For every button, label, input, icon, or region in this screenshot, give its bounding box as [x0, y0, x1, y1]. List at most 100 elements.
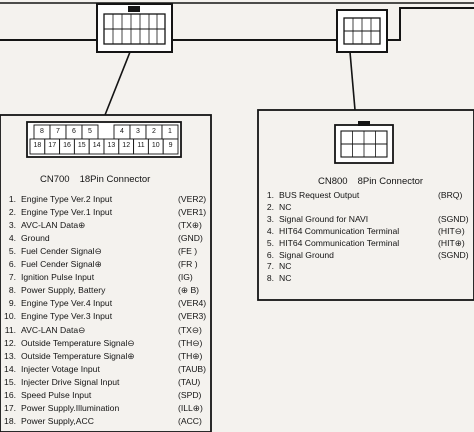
- pin-number: 18.: [4, 416, 16, 427]
- pin-number: 2.: [266, 201, 274, 212]
- cn700-pin-cell-label: 8: [40, 128, 44, 135]
- pin-code: (ILL⊕): [178, 403, 203, 414]
- cn800-title-subtitle: 8Pin Connector: [357, 176, 424, 187]
- cn700-pin-cell-label: 17: [48, 142, 57, 149]
- pin-name: Outside Temperature Signal⊕: [21, 350, 135, 361]
- pin-code: (VER2): [178, 193, 207, 204]
- pin-name: Engine Type Ver.1 Input: [21, 206, 113, 217]
- pin-name: NC: [279, 273, 292, 284]
- cn700-pin-cell-label: 11: [137, 142, 145, 149]
- pin-code: (VER1): [178, 206, 207, 217]
- pin-number: 8.: [8, 285, 16, 296]
- cn800-pin-row: 6. Signal Ground (SGND): [260, 250, 474, 261]
- cn800-pin-row: 2. NC: [260, 202, 474, 213]
- cn700-pin-row: 12. Outside Temperature Signal⊖ (TH⊖): [2, 338, 238, 349]
- cn700-pin-row: 11.AVC-LAN Data⊖(TX⊖): [2, 325, 238, 336]
- cn700-title-name: CN700: [40, 174, 70, 185]
- cn700-pin-row: 5.Fuel Cender Signal⊖(FE ): [2, 246, 238, 257]
- pin-code: (GND): [178, 232, 203, 243]
- pin-number: 17.: [4, 403, 16, 414]
- cn800-pin-row: 4.HIT64 Communication Terminal(HIT⊖): [260, 226, 474, 237]
- pin-code: (TH⊕): [178, 350, 203, 361]
- pin-name: Ignition Pulse Input: [21, 272, 95, 283]
- cn700-pin-row: 15.Injecter Drive Signal Input(TAU): [2, 377, 238, 388]
- pin-number: 11.: [4, 324, 16, 335]
- pin-name: Ground: [21, 232, 50, 243]
- cn700-pin-cell-label: 7: [56, 128, 60, 135]
- pin-code: (HIT⊕): [438, 237, 465, 248]
- pin-code: (FE ): [178, 245, 198, 256]
- pin-name: Power Supply.Illumination: [21, 403, 120, 414]
- cn800-pin-face: [334, 121, 394, 164]
- cn700-pin-cell-label: 1: [168, 128, 172, 135]
- cn700-pin-grid: [26, 121, 182, 158]
- cn800-pin-row: 5.HIT64 Communication Terminal(HIT⊕): [260, 238, 474, 249]
- pin-code: (TX⊕): [178, 219, 202, 230]
- cn700-pin-cell-label: 16: [63, 142, 71, 149]
- pin-code: (IG): [178, 272, 193, 283]
- cn800-pin-row: 1. BUS Request Output (BRQ): [260, 190, 474, 201]
- cn700-pin-cell: [162, 138, 179, 155]
- pin-code: (SGND): [438, 249, 469, 260]
- cn700-pin-row: 2. Engine Type Ver.1 Input (VER1): [2, 207, 238, 218]
- pin-number: 5.: [8, 245, 16, 256]
- pin-number: 5.: [266, 237, 274, 248]
- pin-name: BUS Request Output: [279, 190, 360, 200]
- pin-number: 3.: [266, 213, 274, 224]
- cn800-pin-row: 3. Signal Ground for NAVI (SGND): [260, 214, 474, 225]
- pin-number: 8.: [266, 273, 274, 284]
- pin-code: (TAUB): [178, 363, 207, 374]
- pin-name: NC: [279, 261, 292, 272]
- cn700-pin-cell-label: 5: [88, 128, 92, 135]
- cn700-box: [0, 114, 212, 432]
- pin-code: (FR ): [178, 259, 198, 269]
- pin-code: (ACC): [178, 416, 202, 427]
- pin-name: Power Supply,ACC: [21, 416, 94, 427]
- pin-name: Signal Ground for NAVI: [279, 213, 369, 224]
- cn800-title-name: CN800: [318, 176, 348, 187]
- cn700-pin-cell-label: 4: [120, 128, 124, 135]
- pin-number: 12.: [4, 337, 16, 348]
- cn700-pin-cell-label: 2: [152, 128, 156, 135]
- pin-code: (BRQ): [438, 190, 463, 200]
- pin-number: 7.: [266, 261, 274, 272]
- pin-code: (SGND): [438, 213, 469, 224]
- pin-name: Outside Temperature Signal⊖: [21, 337, 135, 348]
- pin-number: 1.: [266, 190, 274, 200]
- cn700-pin-row: 9.Engine Type Ver.4 Input(VER4): [2, 298, 238, 309]
- cn700-pin-row: 18. Power Supply,ACC (ACC): [2, 416, 238, 427]
- cn700-pin-row: 8.Power Supply, Battery(⊕ B): [2, 285, 238, 296]
- pin-number: 9.: [8, 298, 16, 309]
- cn700-pin-row: 16.Speed Pulse Input(SPD): [2, 390, 238, 401]
- cn700-pin-cell-label: 18: [33, 142, 42, 149]
- pin-name: AVC-LAN Data⊖: [21, 324, 86, 335]
- cn700-pin-row: 3.AVC-LAN Data⊕(TX⊕): [2, 220, 238, 231]
- cn700-physical-connector: [96, 3, 173, 53]
- pin-code: (SPD): [178, 390, 202, 400]
- pin-code: (VER3): [178, 311, 207, 322]
- cn700-pin-cell-label: 12: [122, 142, 131, 149]
- pin-number: 2.: [8, 206, 16, 217]
- pin-number: 4.: [8, 232, 16, 243]
- pin-code: (TH⊖): [178, 337, 203, 348]
- pin-number: 6.: [266, 249, 274, 260]
- cn700-pin-row: 13.Outside Temperature Signal⊕(TH⊕): [2, 351, 238, 362]
- pin-name: Injecter Drive Signal Input: [21, 376, 120, 387]
- pin-number: 6.: [8, 259, 16, 269]
- cn700-pin-cell-label: 14: [92, 142, 101, 149]
- pin-name: HIT64 Communication Terminal: [279, 225, 400, 236]
- pin-name: Fuel Cender Signal⊕: [21, 259, 102, 269]
- cn700-pin-cell-label: 9: [168, 142, 173, 149]
- pin-name: NC: [279, 201, 292, 212]
- cn700-title-subtitle: 18Pin Connector: [79, 174, 151, 185]
- cn700-pin-row: 6. Fuel Cender Signal⊕ (FR ): [2, 259, 238, 270]
- cn800-title: CN800 8Pin Connector: [318, 176, 423, 187]
- pin-code: (⊕ B): [178, 285, 200, 296]
- cn700-pin-cell-label: 13: [107, 142, 116, 149]
- pin-name: Signal Ground: [279, 249, 334, 260]
- cn700-pin-row: 14.Injecter Votage Input(TAUB): [2, 364, 238, 375]
- pin-number: 1.: [8, 193, 16, 204]
- cn800-physical-connector: [336, 9, 388, 53]
